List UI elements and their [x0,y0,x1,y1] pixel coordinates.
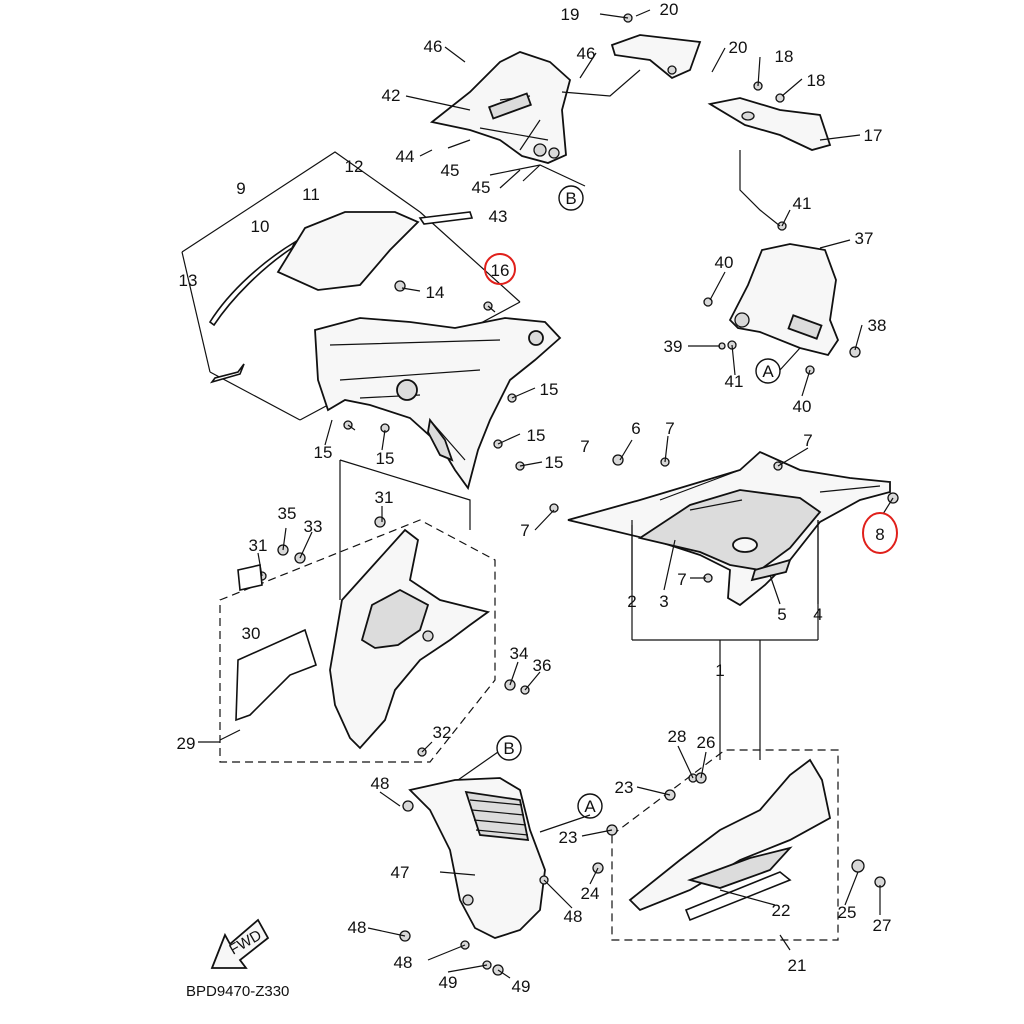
callout-41a: 41 [793,194,812,213]
callout-28: 28 [668,727,687,746]
side-cowling-right-part [549,450,899,607]
lower-cowling-right-part [592,749,886,941]
callout-18a: 18 [775,47,794,66]
callout-48b: 48 [348,918,367,937]
callout-23a: 23 [615,778,634,797]
side-duct-part [707,81,832,151]
callout-7a: 7 [580,437,589,456]
callout-31b: 31 [249,536,268,555]
callout-33: 33 [304,517,323,536]
callout-20b: 20 [729,38,748,57]
callout-42: 42 [382,86,401,105]
callout-7b: 7 [665,419,674,438]
callout-24: 24 [581,884,600,903]
leader-lines [198,9,894,979]
callout-26: 26 [697,733,716,752]
callout-14: 14 [426,283,445,302]
callout-25: 25 [838,903,857,922]
callout-19: 19 [561,5,580,24]
callout-7c: 7 [803,431,812,450]
callout-7d: 7 [520,521,529,540]
callout-44: 44 [396,147,415,166]
upper-cowling-part [314,280,562,491]
callout-13: 13 [179,271,198,290]
callout-21: 21 [788,956,807,975]
ref-circle-b2 [496,735,522,761]
meter-panel-part [429,51,572,164]
callout-45b: 45 [472,178,491,197]
callout-17: 17 [864,126,883,145]
ref-circle-b1 [558,185,584,211]
callout-5: 5 [777,605,786,624]
callout-9: 9 [236,179,245,198]
callout-8: 8 [875,525,884,544]
callout-41b: 41 [725,372,744,391]
highlight-circle-8 [862,512,898,554]
callout-38: 38 [868,316,887,335]
callout-20a: 20 [660,0,679,19]
callout-29: 29 [177,734,196,753]
callout-34: 34 [510,644,529,663]
side-cowling-left-part [219,516,530,763]
callout-27: 27 [873,916,892,935]
under-cowling-part [399,777,549,976]
callout-1: 1 [715,661,724,680]
callout-23b: 23 [559,828,578,847]
callout-labels: 1 2 3 4 5 6 7 7 7 7 7 8 9 10 11 12 13 14… [177,0,892,996]
diagram-code: BPD9470-Z330 [186,983,289,1000]
callout-32: 32 [433,723,452,742]
callout-3: 3 [659,592,668,611]
callout-7e: 7 [677,570,686,589]
callout-48c: 48 [394,953,413,972]
callout-18b: 18 [807,71,826,90]
ref-label-b1: B [565,189,576,208]
callout-37: 37 [855,229,874,248]
callout-46a: 46 [424,37,443,56]
windshield-part [181,151,521,421]
highlight-circle-16 [484,253,516,285]
ref-label-group: B A B A [496,185,781,819]
callout-40a: 40 [715,253,734,272]
callout-45a: 45 [441,161,460,180]
callout-22: 22 [772,901,791,920]
inner-panel-part [703,221,861,375]
callout-11: 11 [302,185,320,204]
callout-15b: 15 [527,426,546,445]
callout-47: 47 [391,863,410,882]
callout-49b: 49 [512,977,531,996]
callout-48d: 48 [564,907,583,926]
callout-40b: 40 [793,397,812,416]
ref-circle-a2 [577,793,603,819]
forward-direction-arrow: FWD [210,918,270,969]
callout-15a: 15 [540,380,559,399]
callout-43: 43 [489,207,508,226]
callout-2: 2 [627,592,636,611]
callout-15d: 15 [314,443,333,462]
callout-30: 30 [242,624,261,643]
callout-48a: 48 [371,774,390,793]
callout-16: 16 [491,261,510,280]
upper-bracket-part [610,13,702,80]
callout-46b: 46 [577,44,596,63]
ref-label-a1: A [762,362,774,381]
ref-label-a2: A [584,797,596,816]
callout-36: 36 [533,656,552,675]
ref-circle-a1 [755,358,781,384]
ref-label-b2: B [503,739,514,758]
callout-39: 39 [664,337,683,356]
callout-15e: 15 [376,449,395,468]
callout-49a: 49 [439,973,458,992]
callout-35: 35 [278,504,297,523]
callout-10: 10 [251,217,270,236]
callout-31a: 31 [375,488,394,507]
callout-15c: 15 [545,453,564,472]
callout-4: 4 [813,605,822,624]
callout-6: 6 [631,419,640,438]
callout-12: 12 [345,157,364,176]
